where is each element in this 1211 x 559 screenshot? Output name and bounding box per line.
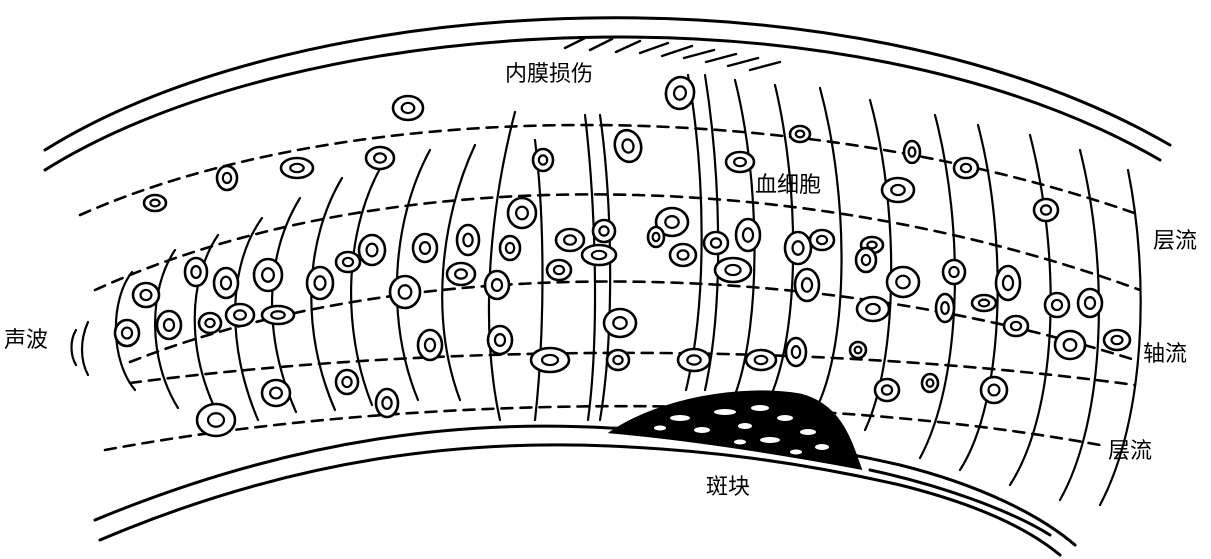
- blood-cell: [113, 318, 141, 348]
- blood-cell: [793, 267, 821, 303]
- blood-cell: [941, 258, 967, 286]
- blood-cell: [374, 387, 400, 419]
- blood-cell: [212, 266, 240, 300]
- blood-cell: [1102, 328, 1132, 352]
- blood-cell: [873, 377, 901, 403]
- blood-cell: [195, 402, 237, 438]
- blood-cell: [1053, 329, 1087, 361]
- blood-cell: [554, 227, 586, 253]
- blood-cell: [411, 232, 439, 264]
- blood-cell: [952, 156, 980, 180]
- blood-cell: [260, 304, 296, 326]
- blood-cell: [676, 347, 712, 373]
- blood-cell: [215, 164, 239, 192]
- label-intima-injury: 内膜损伤: [505, 62, 594, 87]
- blood-cell: [1043, 291, 1071, 319]
- laminar-line-2: [93, 193, 1142, 292]
- blood-cell: [1076, 287, 1104, 319]
- blood-cell: [713, 256, 753, 284]
- blood-cell: [994, 264, 1022, 302]
- blood-cell: [183, 256, 209, 288]
- blood-cell: [979, 375, 1009, 405]
- blood-cells: [113, 75, 1132, 438]
- blood-cell: [224, 302, 256, 328]
- blood-cell: [784, 336, 808, 368]
- intima-injury-marks: [563, 36, 782, 72]
- plaque-inclusions: [654, 405, 829, 455]
- blood-cell: [654, 206, 690, 238]
- label-sound-wave: 声波: [4, 328, 49, 353]
- blood-cell: [646, 225, 666, 249]
- blood-cell: [591, 218, 617, 244]
- blood-cell: [724, 150, 756, 174]
- laminar-line-1: [78, 123, 1142, 217]
- blood-cell: [486, 324, 514, 356]
- blood-cell: [1002, 314, 1030, 338]
- blood-cell: [529, 346, 571, 374]
- blood-cell: [902, 139, 922, 165]
- blood-cell: [483, 269, 511, 301]
- blood-cell: [664, 75, 696, 111]
- blood-cell: [848, 340, 868, 360]
- blood-cell: [934, 292, 956, 324]
- blood-cell: [388, 274, 422, 310]
- blood-cell: [357, 233, 387, 267]
- blood-cell: [580, 243, 618, 267]
- lower-vessel-wall: [93, 424, 1077, 557]
- blood-cell: [334, 250, 362, 274]
- blood-cell: [668, 242, 698, 268]
- blood-cell: [416, 328, 444, 362]
- blood-cell: [334, 368, 360, 396]
- label-laminar-flow-top: 层流: [1153, 229, 1198, 254]
- blood-cell: [279, 156, 315, 180]
- label-plaque: 斑块: [706, 475, 751, 500]
- blood-cell: [391, 94, 425, 122]
- blood-cell: [364, 145, 396, 171]
- blood-cell: [498, 234, 522, 262]
- blood-cell: [970, 293, 998, 313]
- blood-cell: [252, 257, 284, 293]
- blood-cell: [783, 230, 813, 266]
- laminar-line-3: [103, 404, 1102, 452]
- blood-cell: [197, 311, 223, 335]
- blood-cell: [506, 196, 538, 230]
- blood-cell: [260, 378, 292, 408]
- blood-cell: [545, 258, 573, 282]
- blood-cell: [131, 281, 161, 309]
- blood-cell: [920, 372, 940, 394]
- blood-cell: [702, 230, 730, 256]
- blood-cell: [808, 228, 836, 252]
- blood-cell: [734, 217, 762, 253]
- blood-cell: [305, 265, 335, 301]
- blood-cell: [855, 295, 891, 323]
- axial-line-1: [128, 280, 1137, 364]
- label-axial-flow: 轴流: [1143, 342, 1188, 367]
- blood-cell: [880, 176, 916, 204]
- blood-cell: [613, 128, 643, 164]
- blood-cell: [744, 348, 778, 372]
- blood-cell: [445, 261, 477, 287]
- blood-cell: [155, 309, 183, 341]
- blood-cell: [605, 348, 631, 372]
- label-blood-cells: 血细胞: [755, 173, 822, 198]
- blood-cell: [602, 307, 638, 339]
- blood-cell: [788, 124, 812, 144]
- label-laminar-flow-bottom: 层流: [1108, 439, 1153, 464]
- blood-cell: [455, 223, 481, 257]
- blood-cell: [142, 193, 168, 213]
- blood-cell: [531, 147, 555, 173]
- blood-cell: [1032, 197, 1060, 223]
- plaque: [607, 390, 863, 470]
- blood-cell: [854, 246, 878, 274]
- blood-cell: [885, 265, 921, 299]
- upper-vessel-wall: [43, 16, 1172, 172]
